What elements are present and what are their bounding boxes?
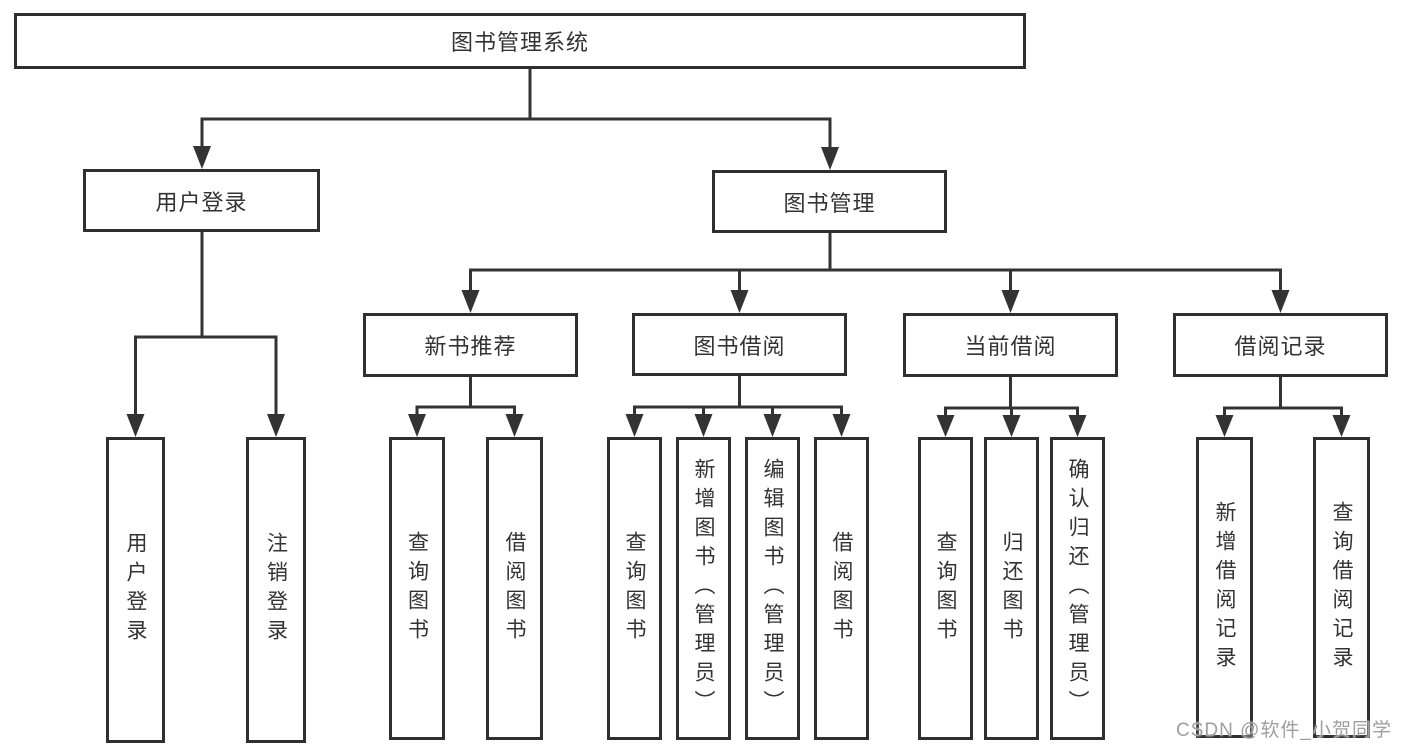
node-user-login-leaf: 用户登录 — [106, 437, 165, 743]
node-current-confirm-return: 确认归还（管理员） — [1050, 437, 1105, 740]
node-records-add-record-label: 新增借阅记录 — [1213, 500, 1236, 675]
connector-user-login-branch — [126, 232, 285, 437]
node-book-borrowing-label: 图书借阅 — [693, 333, 786, 359]
node-logout-leaf-label: 注销登录 — [264, 532, 288, 648]
node-root: 图书管理系统 — [14, 13, 1026, 69]
node-records-query-record: 查询借阅记录 — [1313, 437, 1370, 738]
connector-new-book-recommend-branch — [408, 377, 524, 437]
node-recommend-query-books: 查询图书 — [389, 437, 445, 740]
node-new-book-recommend-label: 新书推荐 — [424, 334, 517, 359]
node-records-add-record: 新增借阅记录 — [1196, 437, 1253, 738]
node-user-login-label: 用户登录 — [155, 189, 248, 215]
node-current-borrowing-label: 当前借阅 — [964, 334, 1057, 359]
connector-root-branch — [193, 69, 839, 170]
node-recommend-query-books-label: 查询图书 — [405, 530, 429, 647]
node-current-borrowing: 当前借阅 — [903, 313, 1118, 377]
node-root-label: 图书管理系统 — [450, 30, 589, 55]
csdn-watermark: CSDN @软件_小贺同学 — [1176, 720, 1392, 741]
node-current-return-books-label: 归还图书 — [1000, 530, 1023, 647]
node-borrowing-borrow-books: 借阅图书 — [814, 437, 869, 740]
connector-borrowing-records-branch — [1215, 377, 1351, 437]
node-borrowing-add-books: 新增图书（管理员） — [676, 437, 731, 740]
connector-book-management-branch — [461, 233, 1290, 313]
node-new-book-recommend: 新书推荐 — [363, 313, 578, 377]
node-borrowing-edit-books-label: 编辑图书（管理员） — [761, 458, 784, 719]
node-book-borrowing: 图书借阅 — [632, 313, 847, 376]
node-current-return-books: 归还图书 — [984, 437, 1039, 740]
node-borrowing-edit-books: 编辑图书（管理员） — [745, 437, 800, 740]
node-current-query-books: 查询图书 — [918, 437, 973, 740]
node-current-confirm-return-label: 确认归还（管理员） — [1066, 458, 1089, 719]
node-logout-leaf: 注销登录 — [246, 437, 306, 743]
node-borrowing-add-books-label: 新增图书（管理员） — [692, 458, 715, 719]
node-borrowing-query-books: 查询图书 — [607, 437, 662, 740]
node-book-management-label: 图书管理 — [783, 190, 876, 216]
node-recommend-borrow-books-label: 借阅图书 — [503, 530, 526, 647]
node-recommend-borrow-books: 借阅图书 — [486, 437, 543, 740]
node-book-management: 图书管理 — [712, 170, 947, 233]
connector-book-borrowing-branch — [625, 376, 851, 437]
node-user-login: 用户登录 — [83, 169, 320, 232]
connector-current-borrowing-branch — [936, 377, 1087, 437]
node-borrowing-records-label: 借阅记录 — [1234, 334, 1327, 359]
node-user-login-leaf-label: 用户登录 — [124, 532, 147, 648]
node-records-query-record-label: 查询借阅记录 — [1330, 500, 1353, 675]
node-borrowing-query-books-label: 查询图书 — [623, 530, 646, 647]
node-borrowing-borrow-books-label: 借阅图书 — [830, 530, 853, 647]
node-borrowing-records: 借阅记录 — [1173, 313, 1388, 377]
node-current-query-books-label: 查询图书 — [934, 530, 957, 647]
